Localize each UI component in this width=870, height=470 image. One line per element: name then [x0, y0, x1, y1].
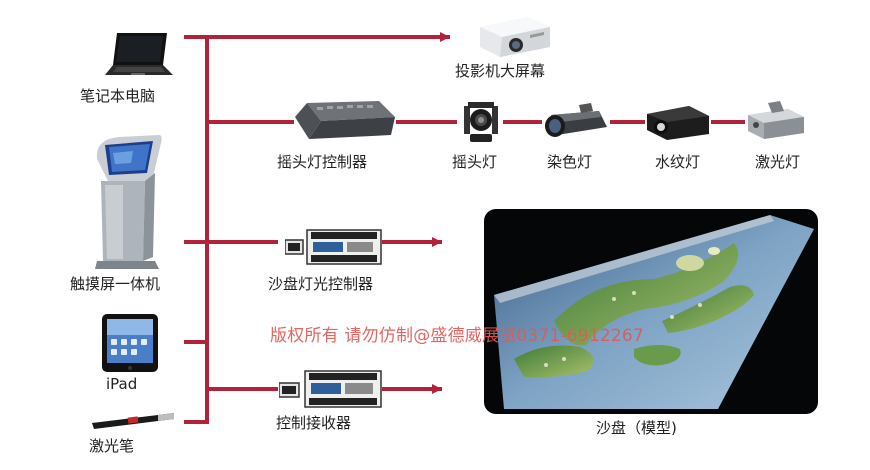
laser-light-icon: [748, 101, 804, 139]
dye-light-icon: [545, 103, 607, 137]
copyright-watermark: 版权所有 请勿仿制@盛德威展览0371-6912267: [270, 326, 644, 346]
laser-light-label: 激光灯: [755, 153, 801, 171]
laser-pen-icon: [92, 413, 174, 429]
moving-head-light-icon: [464, 102, 498, 142]
sandtable-model-image: [484, 209, 818, 414]
water-ripple-light-label: 水纹灯: [655, 153, 701, 171]
control-receiver-icon: [279, 370, 382, 408]
projector-label: 投影机大屏幕: [455, 62, 546, 80]
control-receiver-label: 控制接收器: [276, 414, 352, 432]
ipad-label: iPad: [106, 375, 138, 393]
dye-light-label: 染色灯: [547, 153, 593, 171]
moving-head-light-label: 摇头灯: [452, 153, 498, 171]
projector-icon: [480, 17, 550, 57]
moving-head-controller-icon: [295, 101, 395, 139]
laptop-icon: [105, 33, 173, 75]
sandtable-light-controller-icon: [285, 229, 382, 265]
touch-kiosk-icon: [95, 135, 162, 269]
water-ripple-light-icon: [647, 106, 709, 140]
sandtable-light-controller-label: 沙盘灯光控制器: [268, 275, 374, 293]
laser-pen-label: 激光笔: [89, 437, 135, 455]
ipad-icon: [102, 314, 158, 372]
sandtable-model-label: 沙盘（模型): [596, 419, 677, 437]
touch-kiosk-label: 触摸屏一体机: [70, 275, 161, 293]
moving-head-controller-label: 摇头灯控制器: [277, 153, 368, 171]
laptop-label: 笔记本电脑: [80, 87, 156, 105]
